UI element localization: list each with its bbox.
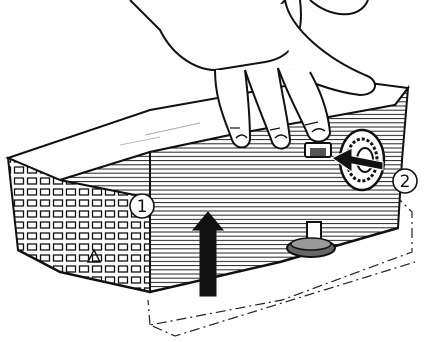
callout-1: 1 (130, 194, 154, 218)
callout-1-label: 1 (137, 197, 148, 217)
callout-2: 2 (393, 169, 417, 193)
callout-2-label: 2 (400, 172, 411, 192)
foot-release-button-icon (305, 143, 331, 157)
